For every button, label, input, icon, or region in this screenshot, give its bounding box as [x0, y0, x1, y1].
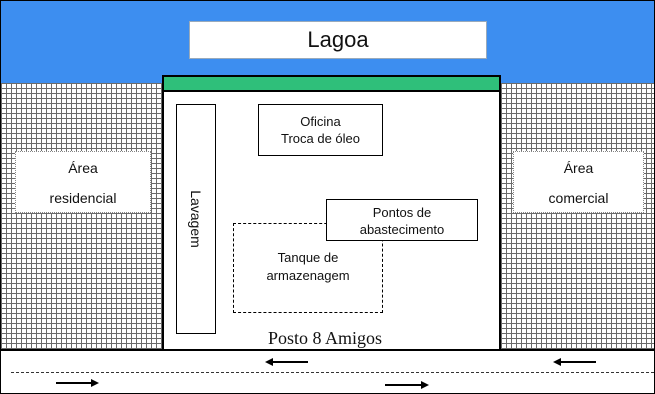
tank-label-line1: Tanque de — [277, 250, 339, 265]
residential-grid — [1, 83, 162, 349]
commercial-label-line1: Área — [563, 160, 594, 176]
pumps-label-line2: abastecimento — [359, 222, 445, 237]
commercial-grid — [501, 83, 654, 349]
workshop-label-line1: Oficina — [300, 114, 341, 129]
car-wash-box: Lavagem — [176, 104, 216, 334]
car-wash-label: Lavagem — [188, 190, 204, 248]
pumps-label-line1: Pontos de — [372, 205, 432, 220]
tank-label-line2: armazenagem — [266, 268, 350, 283]
road-center-line — [11, 372, 654, 373]
lagoon-area: Lagoa — [1, 1, 654, 83]
commercial-label-line2: comercial — [548, 190, 609, 206]
right-arrow-icon — [56, 379, 99, 387]
station-canopy — [162, 75, 501, 92]
traffic-arrows — [56, 358, 596, 389]
residential-label-line1: Área — [68, 160, 98, 176]
commercial-zone: Área comercial — [513, 151, 644, 213]
workshop-label-line2: Troca de óleo — [280, 131, 360, 146]
residential-label-line2: residencial — [49, 190, 117, 206]
left-arrow-icon — [553, 358, 596, 366]
storage-tank-area: Tanque de armazenagem — [233, 223, 383, 313]
station-name: Posto 8 Amigos — [264, 328, 387, 349]
left-arrow-icon — [265, 358, 308, 366]
lagoon-label: Lagoa — [189, 21, 487, 59]
residential-zone: Área residencial — [15, 151, 151, 213]
right-arrow-icon — [385, 381, 429, 389]
workshop-box: Oficina Troca de óleo — [258, 104, 383, 156]
road-edge — [1, 349, 654, 351]
fuel-pumps-box: Pontos de abastecimento — [326, 199, 478, 241]
